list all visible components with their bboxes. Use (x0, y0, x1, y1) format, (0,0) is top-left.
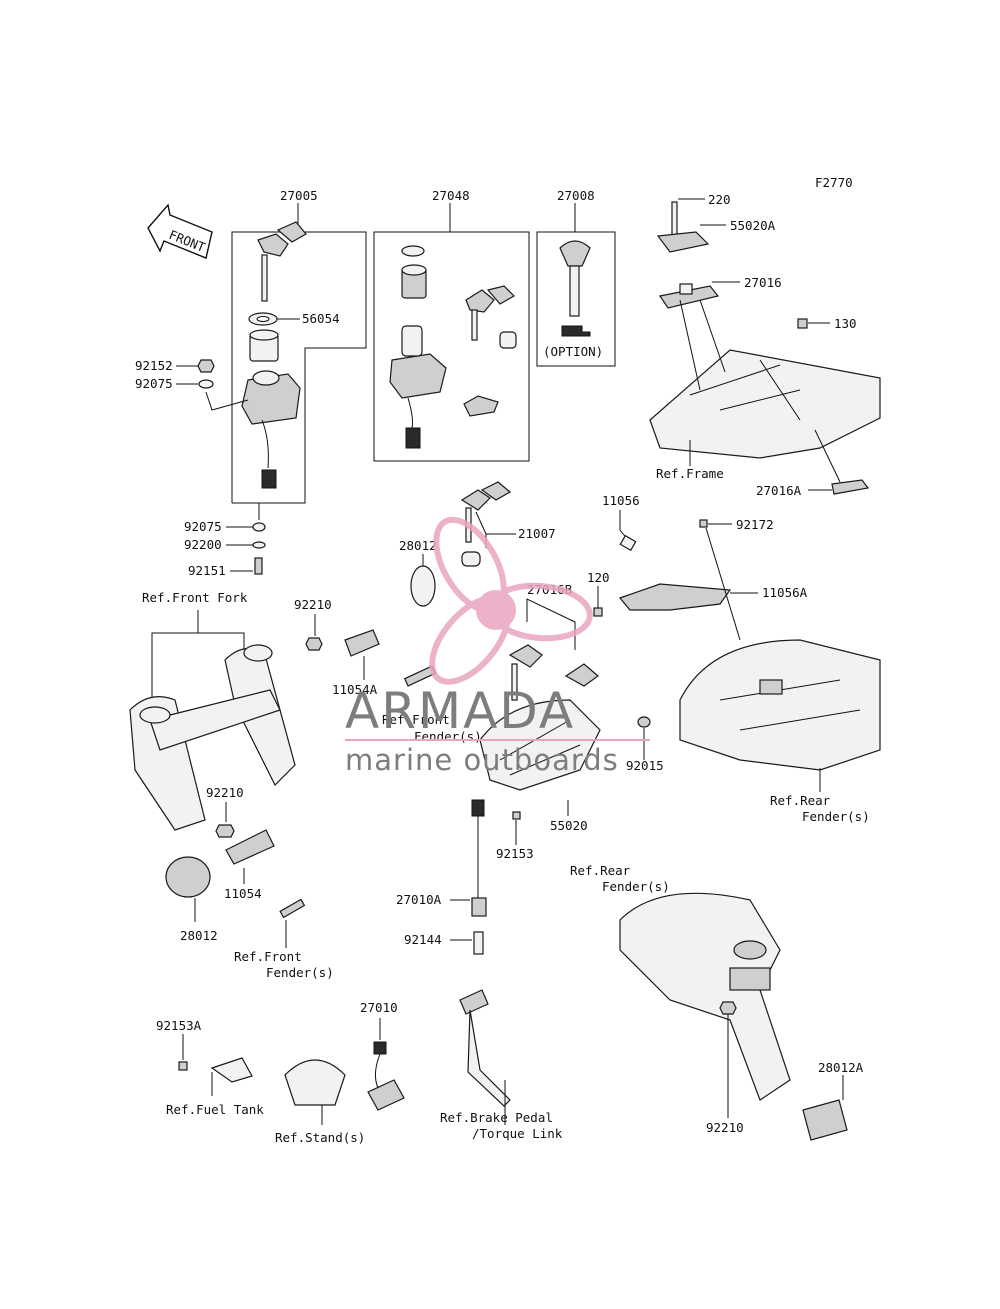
label-27005: 27005 (280, 188, 318, 203)
label-92015: 92015 (626, 758, 664, 773)
label-92153: 92153 (496, 846, 534, 861)
label-27010: 27010 (360, 1000, 398, 1015)
fastener-group-lower: 92075 92200 92151 (184, 503, 266, 578)
ref-rear-fender-2b: Fender(s) (602, 879, 670, 894)
fork-bracket-lower: 92210 11054 28012 Ref.Front Fender(s) (165, 785, 334, 980)
label-27008: 27008 (557, 188, 595, 203)
label-92210-a: 92210 (294, 597, 332, 612)
label-220: 220 (708, 192, 731, 207)
label-55020: 55020 (550, 818, 588, 833)
label-27010A: 27010A (396, 892, 442, 907)
label-130: 130 (834, 316, 857, 331)
label-92200: 92200 (184, 537, 222, 552)
label-92172: 92172 (736, 517, 774, 532)
stop-switch-group: 27010A 92144 Ref.Brake Pedal /Torque Lin… (396, 799, 563, 1141)
center-key-group: 21007 28012 (399, 481, 556, 607)
ref-brake-pedal-a: Ref.Brake Pedal (440, 1110, 553, 1125)
watermark: ARMADA marine outboards (345, 516, 650, 777)
diagram-code: F2770 (815, 175, 853, 190)
label-92210-b: 92210 (206, 785, 244, 800)
ref-front-fender-1a: Ref.Front (382, 712, 450, 727)
label-120: 120 (587, 570, 610, 585)
option-key-group-27008: 27008 (OPTION) (536, 188, 616, 367)
bracket-group-11056: 11056 92172 11056A 120 (587, 493, 808, 641)
label-27048: 27048 (432, 188, 470, 203)
rear-fender-lower: Ref.Rear Fender(s) 28012A 92210 (570, 863, 864, 1141)
ref-front-fork: Ref.Front Fork (142, 590, 248, 605)
cover-group-55020: 92015 55020 92153 (479, 699, 664, 861)
label-92075-a: 92075 (135, 376, 173, 391)
propeller-logo-icon (429, 516, 593, 685)
label-92152: 92152 (135, 358, 173, 373)
label-92151: 92151 (188, 563, 226, 578)
fastener-group-left: 92152 92075 (135, 358, 249, 411)
ref-frame: Ref.Frame (656, 466, 724, 481)
ref-rear-fender-2a: Ref.Rear (570, 863, 631, 878)
ref-stands: Ref.Stand(s) (275, 1130, 365, 1145)
label-92210-c: 92210 (706, 1120, 744, 1135)
side-stand-switch-group: 92153A Ref.Fuel Tank Ref.Stand(s) 27010 (156, 1000, 405, 1145)
ref-brake-pedal-b: /Torque Link (472, 1126, 563, 1141)
ref-front-fender-2b: Fender(s) (266, 965, 334, 980)
label-56054: 56054 (302, 311, 340, 326)
ignition-switch-group-27005: 27005 56054 (231, 188, 367, 504)
frame-bracket-group: 220 55020A 27016 130 Ref.Frame 27016A (649, 192, 881, 498)
label-11056A: 11056A (762, 585, 808, 600)
ref-front-fender-2a: Ref.Front (234, 949, 302, 964)
rear-fender-upper: Ref.Rear Fender(s) (679, 639, 881, 824)
label-28012A: 28012A (818, 1060, 864, 1075)
lock-set-group-27048: 27048 (373, 188, 530, 462)
label-55020A: 55020A (730, 218, 776, 233)
watermark-tagline: marine outboards (345, 743, 619, 777)
front-arrow-icon: FRONT (147, 203, 213, 259)
label-28012-b: 28012 (180, 928, 218, 943)
label-27016: 27016 (744, 275, 782, 290)
front-fork-group: Ref.Front Fork (129, 590, 296, 831)
watermark-brand: ARMADA (345, 682, 575, 740)
label-21007: 21007 (518, 526, 556, 541)
ref-rear-fender-1a: Ref.Rear (770, 793, 831, 808)
label-28012-a: 28012 (399, 538, 437, 553)
ref-rear-fender-1b: Fender(s) (802, 809, 870, 824)
label-11056: 11056 (602, 493, 640, 508)
label-27016A: 27016A (756, 483, 802, 498)
label-11054A: 11054A (332, 682, 378, 697)
option-label: (OPTION) (543, 344, 603, 359)
label-92075-b: 92075 (184, 519, 222, 534)
label-92153A: 92153A (156, 1018, 202, 1033)
label-92144: 92144 (404, 932, 442, 947)
label-11054: 11054 (224, 886, 262, 901)
ref-fuel-tank: Ref.Fuel Tank (166, 1102, 264, 1117)
